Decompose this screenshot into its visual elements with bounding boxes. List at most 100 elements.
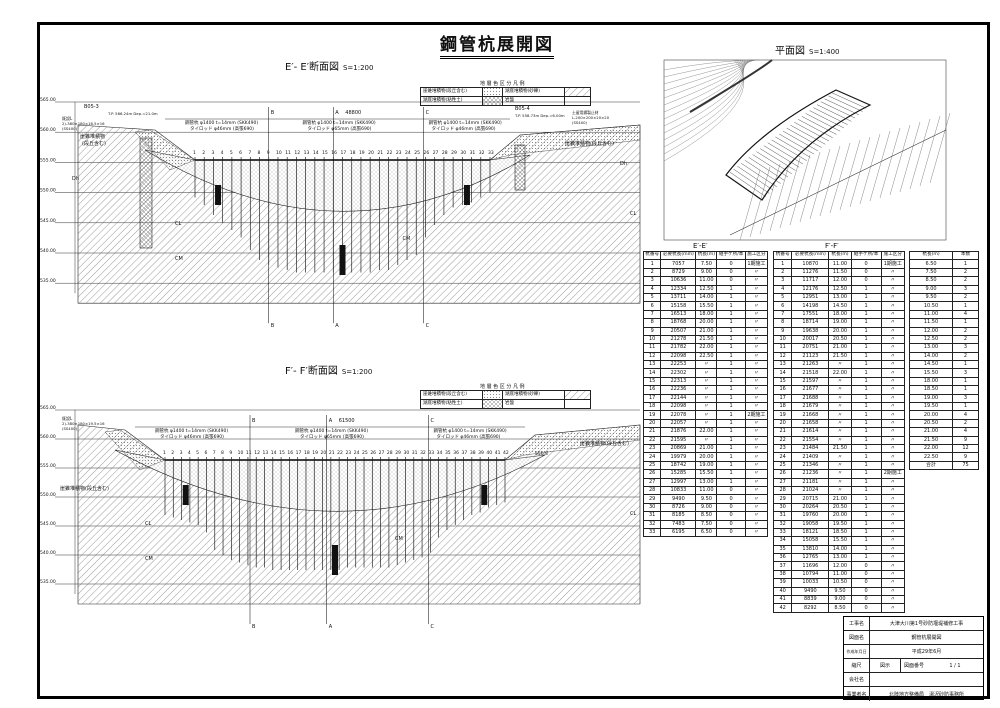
pile-number: 1 bbox=[163, 450, 166, 456]
table-cell: 〃 bbox=[880, 443, 906, 454]
table-cell: 25 bbox=[642, 460, 662, 471]
table-cell: 1 bbox=[850, 527, 882, 538]
column-header: 施工区分 bbox=[744, 250, 769, 261]
pile-number: 23 bbox=[345, 450, 351, 456]
table-cell: 15.50 bbox=[828, 536, 852, 546]
table-cell: 1 bbox=[716, 318, 746, 328]
pile-number: 33 bbox=[428, 450, 434, 456]
table-cell: 21.00 bbox=[695, 443, 718, 454]
table-cell: 11.00 bbox=[908, 309, 954, 320]
table-cell: 1 bbox=[716, 284, 746, 294]
contour-line bbox=[663, 59, 744, 162]
elevation-label: 550.00 bbox=[40, 492, 56, 498]
table-cell: 1 bbox=[850, 435, 882, 446]
table-cell: 〃 bbox=[744, 452, 769, 462]
table-cell: 1 bbox=[716, 385, 746, 395]
drawing-date: 平成29年6月 bbox=[911, 649, 942, 655]
pile-row bbox=[782, 130, 818, 152]
table-cell: 8292 bbox=[791, 603, 830, 613]
grid-line bbox=[899, 121, 921, 193]
table-cell: 〃 bbox=[880, 284, 906, 294]
table-cell: 0 bbox=[850, 259, 882, 269]
table-cell: 0 bbox=[716, 259, 746, 269]
pile-number: 20 bbox=[368, 150, 374, 156]
table-f-caption: F′-F′ bbox=[825, 242, 839, 250]
elevation-label: 535.00 bbox=[40, 278, 56, 284]
table-cell: 1 bbox=[850, 494, 882, 504]
pile-row bbox=[809, 110, 845, 129]
table-cell: 2 bbox=[772, 267, 793, 278]
existing-material: (SS400) bbox=[62, 126, 78, 131]
table-cell: 〃 bbox=[880, 586, 906, 597]
table-cell: 23 bbox=[642, 443, 662, 454]
pile-number: 30 bbox=[460, 150, 466, 156]
table-cell: 21.50 bbox=[828, 443, 852, 454]
table-cell: 21679 bbox=[791, 402, 830, 412]
table-cell: 12951 bbox=[791, 292, 830, 303]
table-cell: 1 bbox=[952, 360, 979, 370]
pile-number: 9 bbox=[229, 450, 232, 456]
pile-number: 1 bbox=[193, 150, 196, 156]
table-cell: 0 bbox=[716, 527, 746, 538]
table-cell: 9.50 bbox=[908, 292, 954, 303]
table-cell: 38 bbox=[772, 569, 793, 580]
table-cell: 5 bbox=[642, 292, 662, 303]
pile-row bbox=[741, 163, 778, 188]
table-cell: 2 bbox=[952, 276, 979, 286]
table-cell: 40 bbox=[772, 586, 793, 597]
pile-number: 31 bbox=[470, 150, 476, 156]
table-cell: 〃 bbox=[880, 519, 906, 529]
table-cell: 〃 bbox=[828, 376, 852, 387]
table-cell: 1 bbox=[850, 511, 882, 521]
table-cell: 3 bbox=[952, 284, 979, 294]
table-cell: 22.00 bbox=[695, 343, 718, 353]
table-cell: 6 bbox=[772, 301, 793, 311]
table-cell: 18742 bbox=[660, 460, 697, 471]
table-cell: 1 bbox=[850, 544, 882, 555]
table-cell: 〃 bbox=[880, 561, 906, 571]
table-cell: 1 bbox=[850, 376, 882, 387]
table-cell: 1 bbox=[850, 402, 882, 412]
table-cell: 33 bbox=[642, 527, 662, 538]
table-cell: 14198 bbox=[791, 301, 830, 311]
table-cell: 19058 bbox=[791, 519, 830, 529]
table-cell: 26 bbox=[642, 469, 662, 479]
table-cell: 21123 bbox=[791, 351, 830, 362]
elevation-label: 540.00 bbox=[40, 550, 56, 556]
pile-number: 29 bbox=[395, 450, 401, 456]
borehole-column-left bbox=[139, 137, 153, 249]
table-cell: 〃 bbox=[828, 393, 852, 404]
pile-row bbox=[763, 145, 800, 168]
pile-number: 12 bbox=[254, 450, 260, 456]
table-cell: 〃 bbox=[744, 402, 769, 412]
grid-line bbox=[829, 142, 851, 214]
pile-number: 34 bbox=[437, 450, 443, 456]
table-cell: 12 bbox=[952, 443, 979, 454]
soil-dh: Dh bbox=[620, 161, 627, 167]
pile-number: 39 bbox=[478, 450, 484, 456]
table-cell: 8.50 bbox=[695, 511, 718, 521]
table-cell: 1 bbox=[716, 402, 746, 412]
table-cell: 1 bbox=[716, 351, 746, 362]
table-cell: 21614 bbox=[791, 427, 830, 437]
table-cell: 〃 bbox=[880, 292, 906, 303]
table-cell: 〃 bbox=[744, 443, 769, 454]
section-marker: C bbox=[426, 323, 430, 329]
